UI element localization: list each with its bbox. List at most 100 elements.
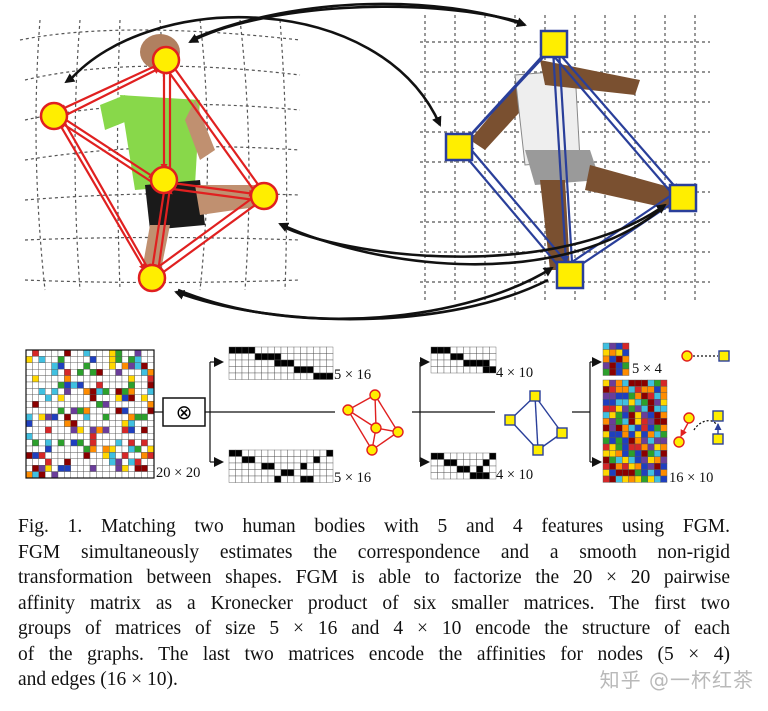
structure-matrix-cell [274, 366, 282, 374]
affinity-matrix-cell [51, 445, 59, 453]
affinity-matrix-cell [76, 445, 84, 453]
structure-matrix-cell [254, 353, 262, 361]
graph2-structure-matrix-a [430, 346, 497, 374]
affinity-matrix-cell [76, 375, 84, 383]
edge-affinity-cell [660, 386, 668, 393]
affinity-matrix-cell [45, 375, 52, 383]
structure-matrix-cell [319, 372, 327, 380]
affinity-matrix-cell [108, 433, 116, 440]
edge-affinity-cell [609, 443, 617, 451]
affinity-matrix-cell [121, 465, 129, 472]
affinity-matrix-cell [76, 452, 84, 459]
affinity-matrix-cell [32, 375, 40, 383]
edge-affinity-cell [622, 469, 629, 477]
affinity-matrix-cell [115, 420, 123, 427]
affinity-matrix-cell [102, 426, 110, 434]
structure-matrix-cell [476, 353, 484, 361]
edge-affinity-cell [615, 463, 623, 470]
structure-matrix-cell [476, 346, 484, 354]
caption-line: FGM simultaneously estimates the corresp… [18, 541, 730, 563]
edge-affinity-cell [609, 475, 617, 483]
affinity-matrix-cell [70, 452, 78, 459]
structure-matrix-cell [300, 456, 308, 464]
edge-affinity-cell [602, 418, 610, 425]
affinity-matrix-cell [96, 420, 104, 427]
affinity-matrix-cell [102, 388, 110, 395]
affinity-matrix-cell [108, 388, 116, 395]
structure-matrix-cell [300, 346, 308, 354]
graph1-node-foot-right [249, 181, 279, 211]
structure-matrix-cell [463, 452, 471, 460]
graph1-node-foot-left [137, 263, 167, 293]
structure-matrix-cell [254, 346, 262, 354]
affinity-matrix-cell [140, 413, 148, 421]
structure-matrix-cell [313, 469, 321, 477]
affinity-matrix-cell [147, 445, 155, 453]
affinity-matrix-cell [57, 375, 65, 383]
affinity-matrix-cell [140, 407, 148, 415]
structure-matrix-cell [463, 353, 471, 361]
edge-affinity-cell [654, 418, 661, 425]
structure-matrix-cell [293, 346, 301, 354]
affinity-matrix-cell [96, 369, 104, 376]
affinity-matrix-cell [115, 394, 123, 402]
structure-matrix-cell [254, 359, 262, 367]
edge-affinity-cell [602, 437, 610, 445]
affinity-matrix-cell [38, 369, 46, 376]
edge-affinity-cell [622, 475, 629, 483]
structure-matrix-cell [313, 449, 321, 457]
edge-affinity-cell [660, 469, 668, 477]
affinity-matrix-cell [51, 388, 59, 395]
structure-matrix-cell [443, 353, 451, 361]
edge-affinity-cell [647, 443, 655, 451]
affinity-matrix-cell [76, 471, 84, 479]
affinity-matrix-cell [140, 445, 148, 453]
structure-matrix-cell [241, 475, 249, 483]
affinity-matrix-cell [25, 413, 33, 421]
affinity-matrix-cell [121, 471, 129, 479]
structure-matrix-cell [326, 469, 334, 477]
affinity-matrix-cell [45, 420, 52, 427]
edge-affinity-cell [647, 456, 655, 464]
structure-matrix-cell [267, 469, 275, 477]
structure-matrix-cell [430, 359, 438, 367]
affinity-matrix-cell [89, 369, 97, 376]
structure-matrix-cell [293, 366, 301, 374]
structure-matrix-cell [450, 472, 458, 480]
affinity-matrix-cell [45, 445, 52, 453]
affinity-matrix-cell [45, 452, 52, 459]
edge-affinity-cell [634, 399, 642, 406]
affinity-matrix-cell [147, 394, 155, 402]
affinity-matrix-cell [32, 445, 40, 453]
structure-matrix-cell [293, 359, 301, 367]
affinity-matrix-cell [83, 349, 91, 357]
structure-matrix-cell [274, 449, 282, 457]
affinity-matrix-cell [70, 439, 78, 447]
affinity-matrix-cell [38, 401, 46, 408]
affinity-matrix-cell [32, 465, 40, 472]
affinity-matrix-cell [25, 433, 33, 440]
structure-matrix-cell [430, 459, 438, 467]
affinity-matrix-cell [89, 426, 97, 434]
structure-matrix-cell [274, 462, 282, 470]
affinity-matrix-cell [128, 388, 135, 395]
affinity-matrix-cell [38, 439, 46, 447]
affinity-matrix-cell [121, 356, 129, 363]
edge-affinity-cell [660, 379, 668, 387]
affinity-matrix-cell [76, 439, 84, 447]
affinity-matrix-cell [57, 445, 65, 453]
structure-matrix-cell [463, 465, 471, 473]
structure-matrix-cell [476, 366, 484, 374]
node-affinity-cell [622, 342, 630, 350]
structure-matrix-cell [450, 452, 458, 460]
affinity-matrix-cell [51, 465, 59, 472]
edge-affinity-cell [615, 399, 623, 406]
edge-affinity-cell [628, 431, 636, 438]
affinity-matrix-cell [83, 433, 91, 440]
structure-matrix-cell [306, 353, 314, 361]
affinity-matrix-cell [128, 413, 135, 421]
affinity-matrix-cell [38, 356, 46, 363]
affinity-matrix-cell [140, 388, 148, 395]
structure-matrix-cell [280, 449, 288, 457]
edge-affinity-cell [615, 411, 623, 419]
